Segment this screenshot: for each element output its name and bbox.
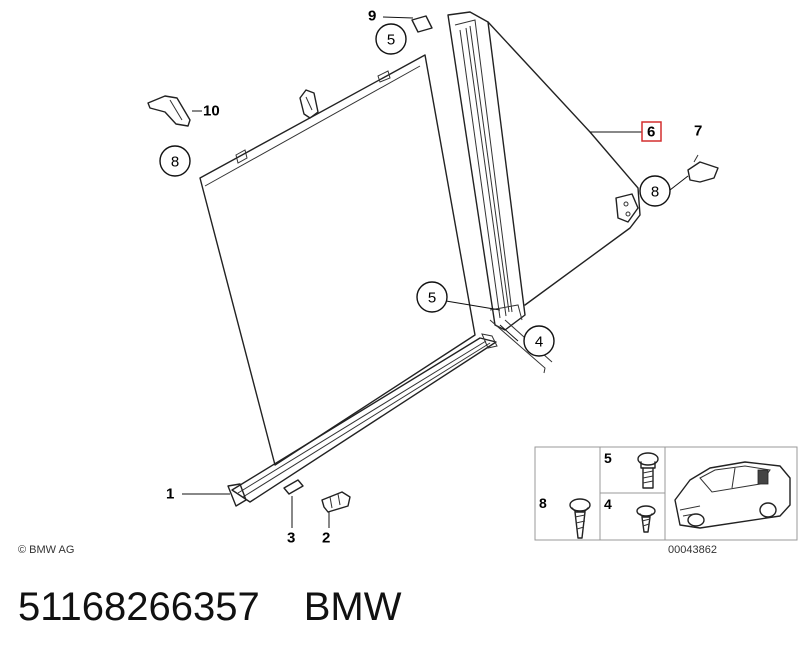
label-9: 9: [368, 8, 376, 25]
clip-part-3: [283, 479, 304, 495]
highlight-box-part-6: [641, 121, 662, 142]
callout-4: 4: [523, 325, 555, 357]
bracket-part-2: [321, 491, 351, 513]
part-number: 51168266357: [18, 585, 260, 629]
callout-8-right: 8: [639, 175, 671, 207]
callout-5-top: 5: [375, 23, 407, 55]
screw-8-icon: [569, 498, 591, 539]
clip-part-7: [687, 154, 719, 183]
bottom-guide-rail: [227, 333, 498, 507]
window-channel-seal: [447, 11, 526, 331]
footer-part-info: 51168266357 BMW: [18, 585, 788, 645]
callout-8-right-label: 8: [651, 184, 659, 201]
label-2: 2: [322, 530, 330, 547]
callout-8-left: 8: [159, 145, 191, 177]
callout-5-top-label: 5: [387, 32, 395, 49]
bracket-part-10: [147, 95, 191, 127]
window-glass-panel: [199, 54, 476, 466]
fastener-legend: 5 8 4: [534, 446, 798, 556]
legend-label-5: 5: [604, 450, 612, 466]
callout-8-left-label: 8: [171, 154, 179, 171]
leader-lines: [182, 16, 689, 528]
clip-part-9: [411, 15, 433, 33]
label-3: 3: [287, 530, 295, 547]
label-1: 1: [166, 486, 174, 503]
callout-5-mid: 5: [416, 281, 448, 313]
label-6: 6: [647, 124, 655, 141]
legend-label-8: 8: [539, 495, 547, 511]
quarter-glass-part-6: [487, 21, 641, 306]
screw-5-icon: [637, 452, 659, 489]
brand-name: BMW: [303, 585, 402, 629]
callout-5-mid-label: 5: [428, 290, 436, 307]
label-7: 7: [694, 123, 702, 140]
screw-4-icon: [636, 505, 656, 533]
legend-reference-number: 00043862: [668, 544, 717, 556]
callout-4-label: 4: [535, 334, 543, 351]
legend-label-4: 4: [604, 496, 612, 512]
vehicle-location-icon: [674, 461, 791, 529]
copyright-text: © BMW AG: [18, 544, 74, 556]
label-10: 10: [203, 103, 220, 120]
